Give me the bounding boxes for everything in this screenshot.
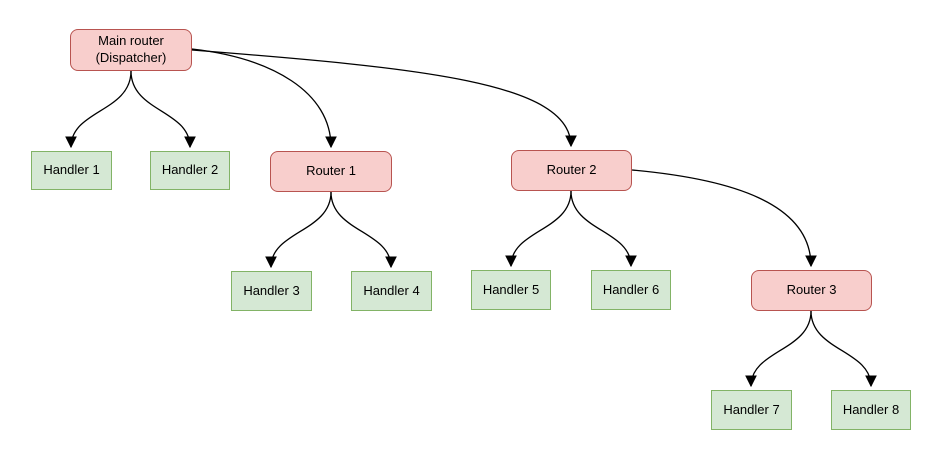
edge-main-router-to-handler-1 — [65, 70, 132, 149]
edge-main-router-to-router-1 — [191, 48, 337, 149]
node-handler-3: Handler 3 — [231, 271, 312, 311]
node-handler-7: Handler 7 — [711, 390, 792, 430]
node-handler-4: Handler 4 — [351, 271, 432, 311]
node-handler-6: Handler 6 — [591, 270, 671, 310]
edge-router-2-to-handler-5 — [505, 190, 572, 268]
node-router-1: Router 1 — [270, 151, 392, 192]
node-main-router: Main router(Dispatcher) — [70, 29, 192, 71]
node-handler-2: Handler 2 — [150, 151, 230, 190]
node-label: Handler 2 — [161, 162, 219, 178]
edge-main-router-to-handler-2 — [130, 70, 196, 149]
node-handler-5: Handler 5 — [471, 270, 551, 310]
node-label: Handler 7 — [723, 401, 780, 417]
node-label: Handler 6 — [602, 281, 660, 297]
edge-router-1-to-handler-3 — [265, 191, 332, 269]
node-label: Router 2 — [546, 162, 597, 178]
node-label: Handler 8 — [842, 401, 900, 417]
edge-router-3-to-handler-7 — [745, 310, 812, 388]
edge-main-router-to-router-2 — [191, 49, 577, 148]
node-handler-1: Handler 1 — [31, 151, 112, 190]
edge-router-3-to-handler-8 — [810, 310, 877, 388]
node-label: Main router — [98, 33, 164, 49]
node-label: Router 3 — [786, 282, 837, 298]
edge-router-2-to-handler-6 — [570, 190, 637, 268]
node-label: Handler 5 — [482, 281, 540, 297]
edge-router-2-to-router-3 — [631, 169, 817, 268]
node-router-2: Router 2 — [511, 150, 632, 191]
node-label: Handler 4 — [363, 282, 420, 298]
node-label: Router 1 — [306, 163, 356, 179]
node-router-3: Router 3 — [751, 270, 872, 311]
node-label: (Dispatcher) — [95, 50, 167, 65]
edge-router-1-to-handler-4 — [330, 191, 397, 269]
node-handler-8: Handler 8 — [831, 390, 911, 430]
node-label: Handler 1 — [43, 162, 100, 178]
node-label: Handler 3 — [243, 282, 300, 298]
